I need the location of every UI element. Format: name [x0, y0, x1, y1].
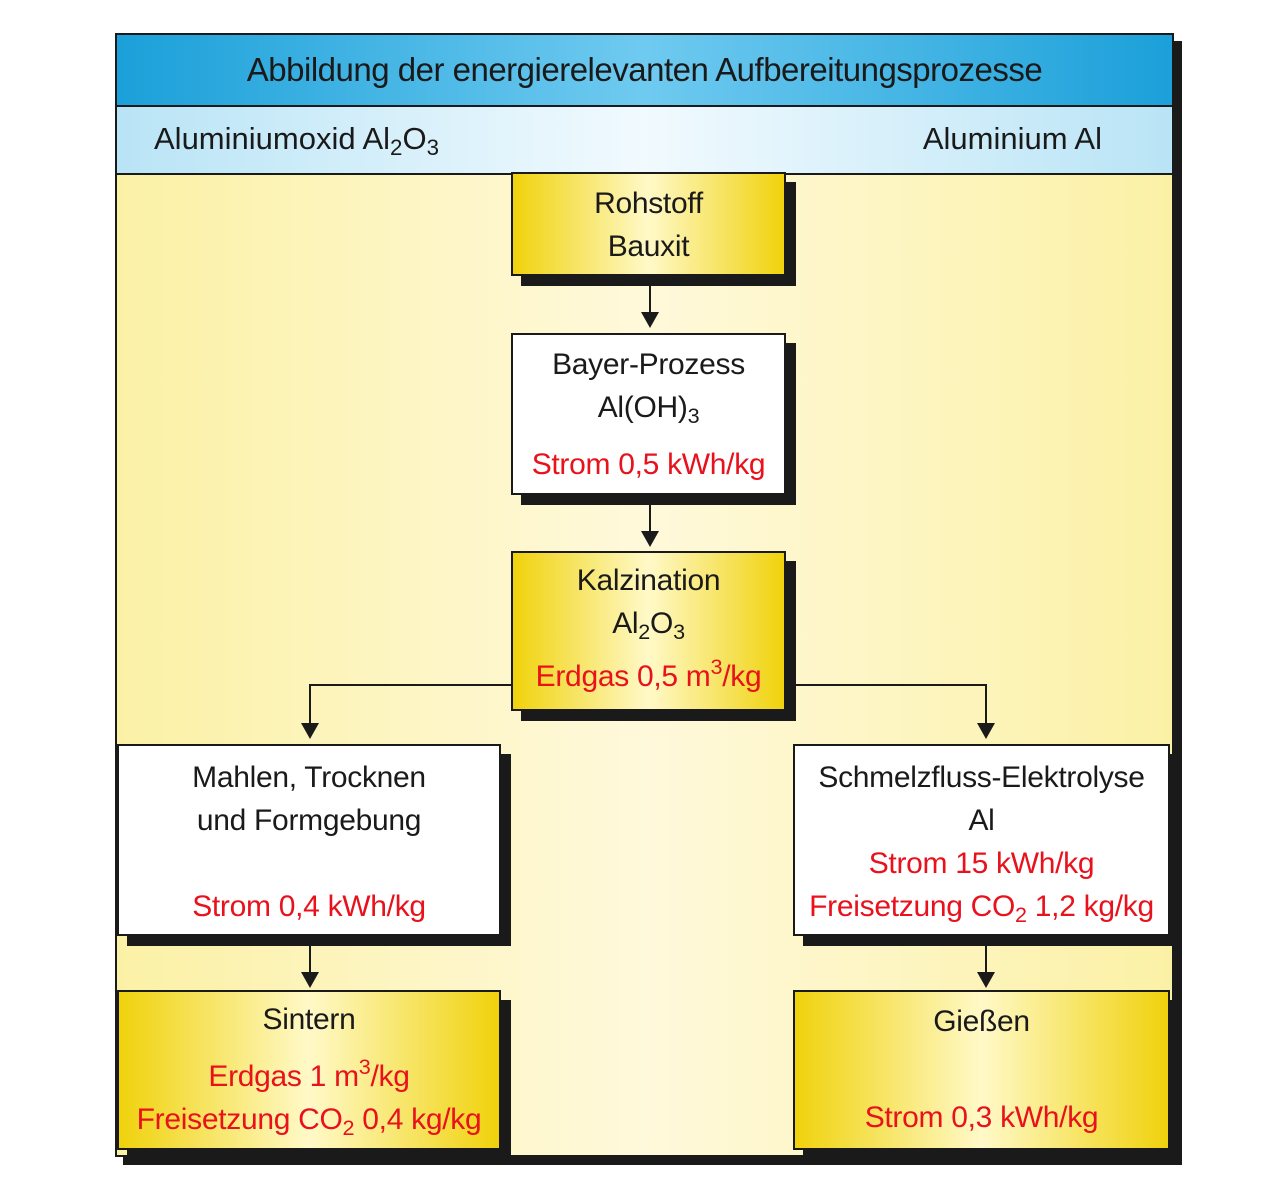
node-mahlen: Mahlen, Trocknen und Formgebung Strom 0,… — [117, 744, 501, 936]
node-elektrolyse-line2: Al — [968, 804, 995, 837]
diagram-title: Abbildung der energierelevanten Aufberei… — [117, 35, 1172, 107]
node-mahlen-energy: Strom 0,4 kWh/kg — [192, 890, 426, 923]
column-header-right: Aluminium Al — [922, 121, 1102, 156]
node-mahlen-line1: Mahlen, Trocknen — [192, 761, 426, 794]
node-sintern-energy-pre: Erdgas 1 m — [208, 1060, 359, 1093]
connector-bayer-kalzination — [649, 502, 651, 532]
connector-kalzination-left-h — [309, 684, 511, 686]
node-mahlen-line2: und Formgebung — [196, 804, 422, 837]
node-bayer-formula-sub: 3 — [687, 403, 700, 429]
connector-mahlen-sintern — [309, 945, 311, 973]
column-header-left-text: Aluminiumoxid Al — [154, 121, 391, 156]
node-giessen-line1: Gießen — [933, 1005, 1030, 1038]
node-bayer-formula: Al(OH)3 — [513, 386, 784, 429]
connector-elektrolyse-giessen — [985, 945, 987, 973]
arrow-to-kalzination — [641, 531, 659, 547]
column-header-left: Aluminiumoxid Al2O3 — [154, 121, 440, 161]
node-elektrolyse-co2-sub: 2 — [1015, 902, 1027, 928]
diagram-title-text: Abbildung der energierelevanten Aufberei… — [246, 51, 1043, 88]
node-kalzination-energy-post: /kg — [722, 660, 762, 693]
node-rohstoff: Rohstoff Bauxit — [511, 172, 786, 276]
node-sintern-co2-pre: Freisetzung CO — [136, 1103, 343, 1136]
node-elektrolyse: Schmelzfluss-Elektrolyse Al Strom 15 kWh… — [793, 744, 1170, 936]
node-kalzination-energy-sup: 3 — [710, 654, 723, 680]
node-sintern-energy: Erdgas 1 m3/kg — [119, 1055, 499, 1098]
node-elektrolyse-line1: Schmelzfluss-Elektrolyse — [818, 761, 1145, 794]
column-header-left-sub2: 3 — [426, 135, 440, 161]
node-elektrolyse-co2: Freisetzung CO2 1,2 kg/kg — [795, 885, 1168, 928]
node-giessen-energy: Strom 0,3 kWh/kg — [864, 1101, 1099, 1134]
node-sintern-energy-post: /kg — [370, 1060, 410, 1093]
node-giessen: Gießen Strom 0,3 kWh/kg — [793, 990, 1170, 1150]
node-bayer-formula-text: Al(OH) — [597, 391, 688, 424]
spacer-line — [119, 842, 499, 885]
node-sintern: Sintern Erdgas 1 m3/kg Freisetzung CO2 0… — [117, 990, 501, 1150]
node-rohstoff-line2: Bauxit — [607, 230, 690, 263]
node-sintern-energy-sup: 3 — [358, 1054, 371, 1080]
spacer-line — [795, 1043, 1168, 1096]
node-sintern-line1: Sintern — [262, 1003, 356, 1036]
node-elektrolyse-co2-pre: Freisetzung CO — [809, 890, 1016, 923]
column-header-left-mid: O — [402, 121, 427, 156]
column-header-left-sub1: 2 — [390, 135, 403, 161]
connector-rohstoff-bayer — [649, 285, 651, 313]
arrow-to-bayer — [641, 312, 659, 328]
node-kalzination-f2-sub: 3 — [673, 619, 685, 645]
node-sintern-co2-post: 0,4 kg/kg — [354, 1103, 482, 1136]
connector-kalzination-right-v — [985, 684, 987, 724]
node-elektrolyse-co2-post: 1,2 kg/kg — [1026, 890, 1154, 923]
connector-kalzination-left-v — [309, 684, 311, 724]
node-sintern-co2-sub: 2 — [342, 1115, 355, 1141]
arrow-to-mahlen — [301, 723, 319, 739]
connector-kalzination-right-h — [786, 684, 987, 686]
node-rohstoff-line1: Rohstoff — [594, 187, 703, 220]
arrow-to-elektrolyse — [977, 723, 995, 739]
column-header-row: Aluminiumoxid Al2O3 Aluminium Al — [117, 107, 1172, 175]
spacer — [513, 429, 784, 443]
node-kalzination-f1-sub: 2 — [638, 619, 651, 645]
node-kalzination-line1: Kalzination — [576, 564, 721, 597]
node-bayer-line1: Bayer-Prozess — [552, 348, 745, 381]
node-bayer: Bayer-Prozess Al(OH)3 Strom 0,5 kWh/kg — [511, 333, 786, 495]
node-kalzination-energy: Erdgas 0,5 m3/kg — [513, 655, 784, 698]
arrow-to-giessen — [977, 972, 995, 988]
node-bayer-energy: Strom 0,5 kWh/kg — [531, 448, 766, 481]
node-kalzination-f2: O — [650, 607, 674, 640]
node-kalzination-energy-pre: Erdgas 0,5 m — [535, 660, 711, 693]
node-kalzination: Kalzination Al2O3 Erdgas 0,5 m3/kg — [511, 551, 786, 711]
node-sintern-co2: Freisetzung CO2 0,4 kg/kg — [119, 1098, 499, 1141]
node-kalzination-f1: Al — [612, 607, 639, 640]
node-kalzination-formula: Al2O3 — [513, 602, 784, 645]
arrow-to-sintern — [301, 972, 319, 988]
node-elektrolyse-energy: Strom 15 kWh/kg — [868, 847, 1095, 880]
